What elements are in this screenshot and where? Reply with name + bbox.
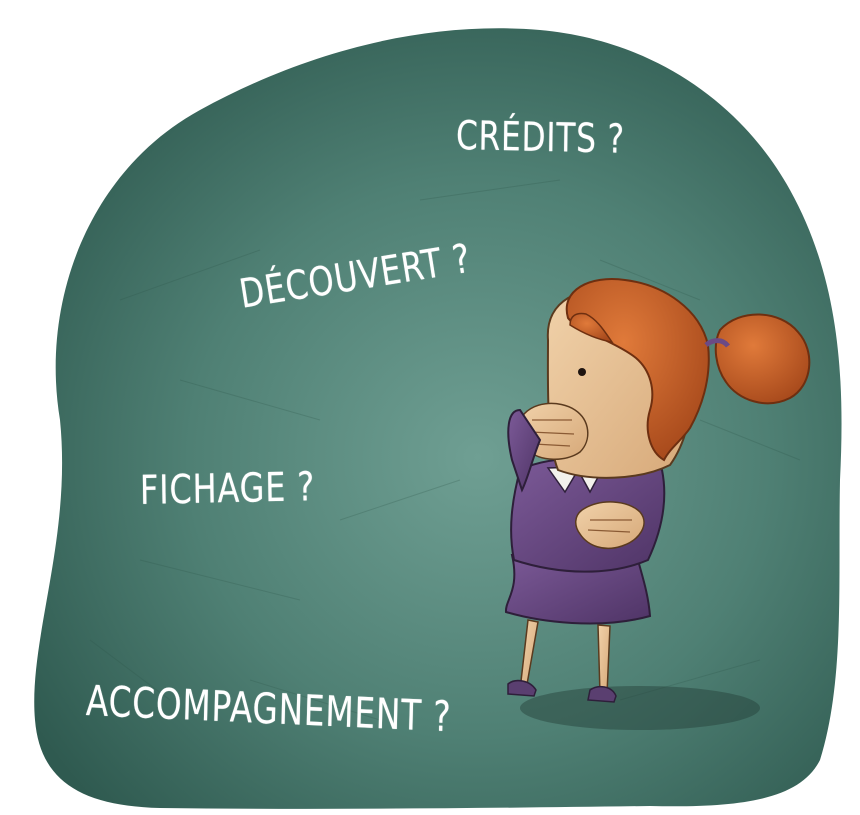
woman-figure bbox=[504, 278, 811, 703]
question-fichage: FICHAGE ? bbox=[139, 464, 316, 514]
ground-shadow bbox=[520, 686, 760, 730]
texture-scratches bbox=[89, 179, 801, 721]
question-credits: CRÉDITS ? bbox=[455, 113, 626, 163]
